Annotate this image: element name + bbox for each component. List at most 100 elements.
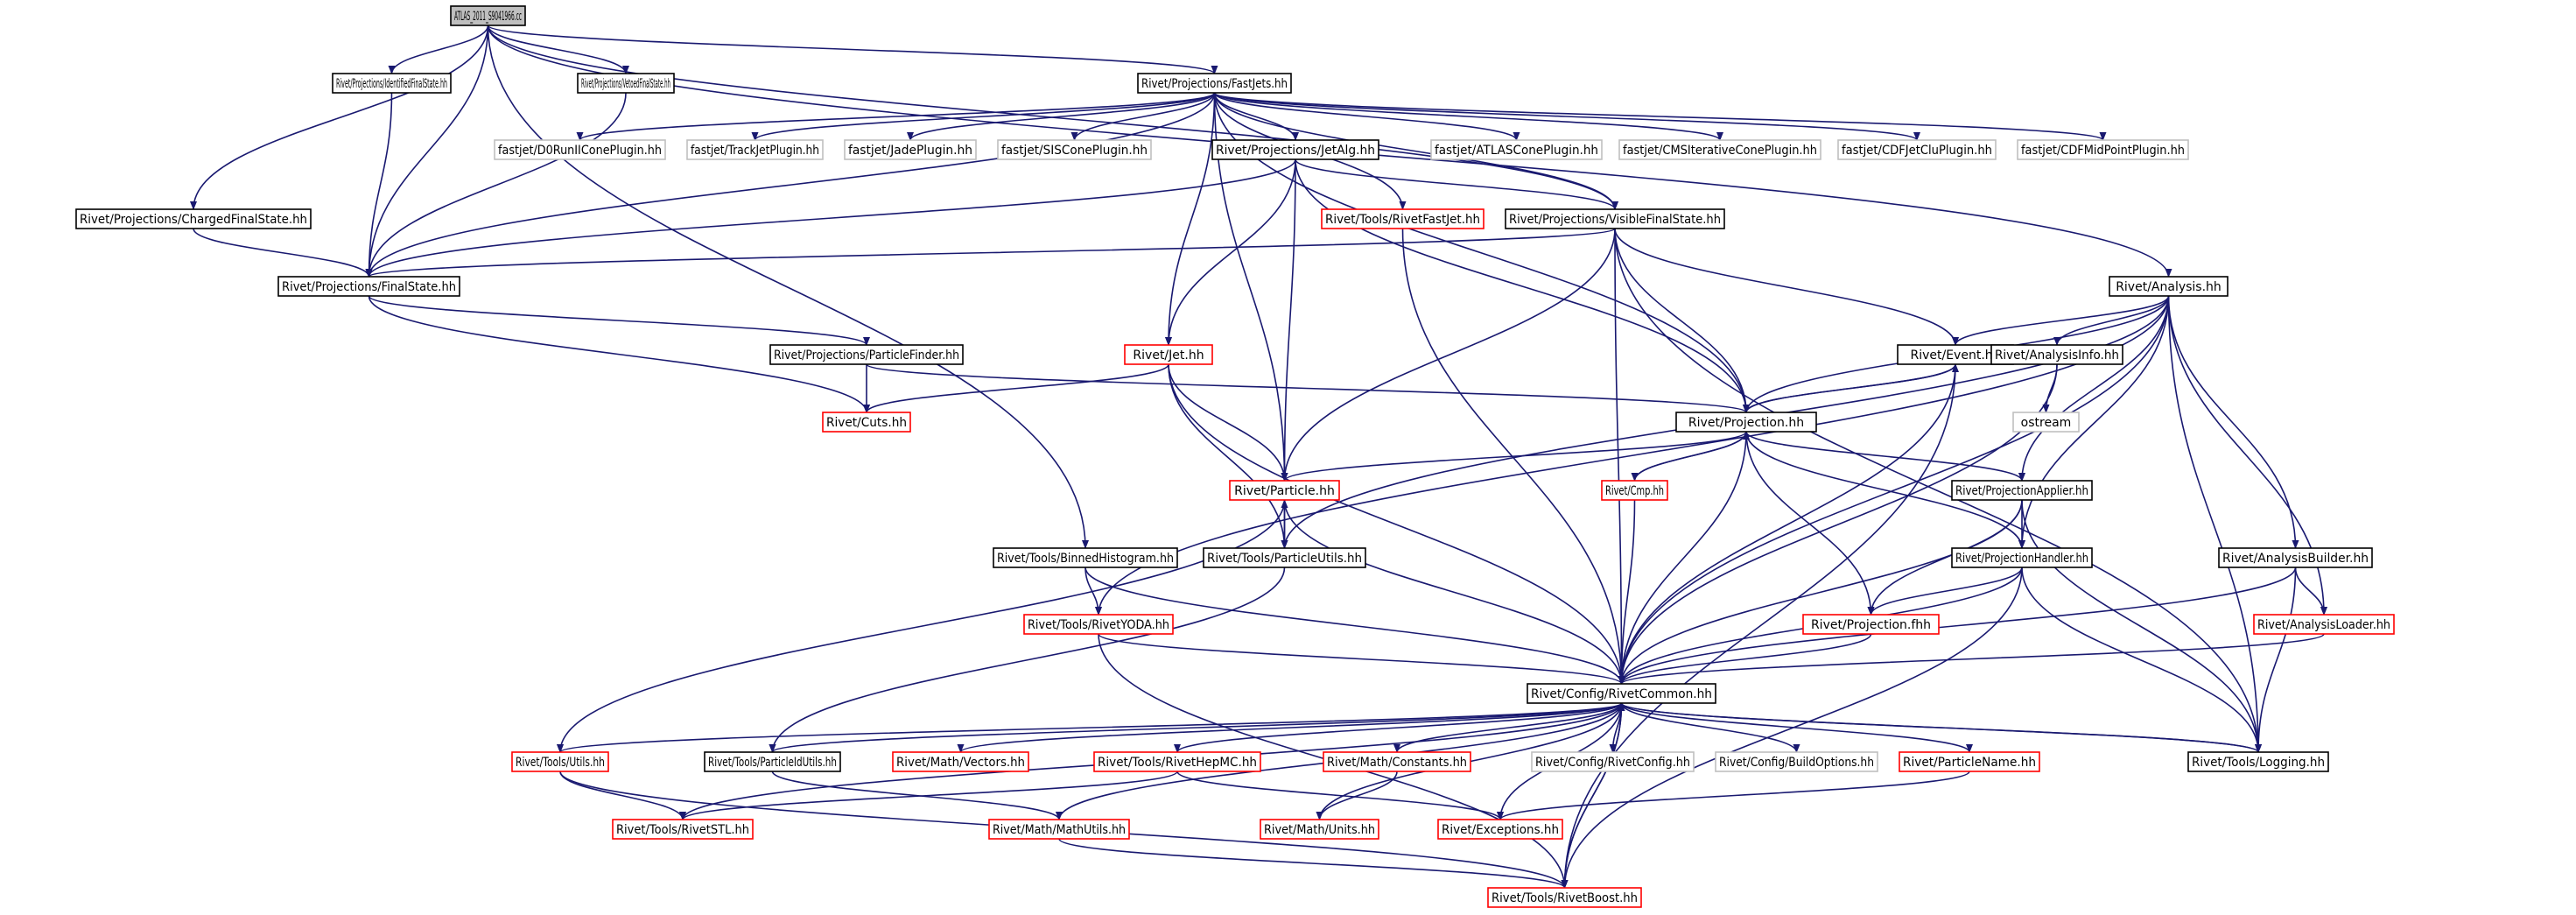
- node-binned[interactable]: Rivet/Tools/BinnedHistogram.hh: [993, 547, 1178, 568]
- node-label-rcommon: Rivet/Config/RivetCommon.hh: [1531, 687, 1712, 701]
- node-box-pfhh: [1802, 614, 1940, 635]
- node-root[interactable]: ATLAS_2011_S9041966.cc: [450, 5, 526, 26]
- node-logging[interactable]: Rivet/Tools/Logging.hh: [2187, 751, 2329, 772]
- node-box-cmp: [1601, 480, 1668, 501]
- edge-phandler-to-pfhh: [1867, 567, 2023, 616]
- node-label-ainfo: Rivet/AnalysisInfo.hh: [1995, 348, 2119, 362]
- node-rcommon[interactable]: Rivet/Config/RivetCommon.hh: [1527, 683, 1716, 704]
- edge-fastjets-to-atlascone: [1213, 92, 1520, 141]
- node-cmp[interactable]: Rivet/Cmp.hh: [1601, 480, 1668, 501]
- node-projection[interactable]: Rivet/Projection.hh: [1675, 412, 1817, 433]
- edge-visfs-to-projection: [1614, 228, 1750, 413]
- node-label-ryoda: Rivet/Tools/RivetYODA.hh: [1028, 618, 1169, 632]
- node-box-jet: [1124, 344, 1213, 365]
- node-phandler[interactable]: Rivet/ProjectionHandler.hh: [1951, 547, 2093, 568]
- edge-analysis-to-papplier: [2018, 295, 2170, 482]
- node-jet[interactable]: Rivet/Jet.hh: [1124, 344, 1213, 365]
- node-aloader[interactable]: Rivet/AnalysisLoader.hh: [2253, 614, 2395, 635]
- node-fs[interactable]: Rivet/Projections/FinalState.hh: [277, 276, 460, 297]
- node-label-pname: Rivet/ParticleName.hh: [1903, 756, 2036, 770]
- edge-rcommon-to-hepmc: [1174, 702, 1623, 753]
- node-visfs[interactable]: Rivet/Projections/VisibleFinalState.hh: [1505, 208, 1725, 229]
- node-box-phandler: [1951, 547, 2093, 568]
- node-particle[interactable]: Rivet/Particle.hh: [1229, 480, 1340, 501]
- node-rstl[interactable]: Rivet/Tools/RivetSTL.hh: [612, 819, 754, 840]
- edge-abuilder-to-aloader: [2294, 567, 2327, 616]
- node-putils[interactable]: Rivet/Tools/ParticleUtils.hh: [1203, 547, 1366, 568]
- node-box-atlascone: [1430, 139, 1603, 160]
- node-box-d0: [494, 139, 666, 160]
- edge-mathutils-to-rboost: [1058, 838, 1569, 889]
- node-box-cdfmid: [2017, 139, 2189, 160]
- node-label-buildopts: Rivet/Config/BuildOptions.hh: [1719, 756, 1874, 770]
- node-vfs[interactable]: Rivet/Projections/VetoedFinalState.hh: [577, 73, 675, 94]
- node-box-ifs: [332, 73, 452, 94]
- edge-jet-to-cuts: [863, 363, 1169, 413]
- node-ainfo[interactable]: Rivet/AnalysisInfo.hh: [1990, 344, 2123, 365]
- node-vectors[interactable]: Rivet/Math/Vectors.hh: [892, 751, 1029, 772]
- node-units[interactable]: Rivet/Math/Units.hh: [1260, 819, 1379, 840]
- node-label-rfastjet: Rivet/Tools/RivetFastJet.hh: [1325, 213, 1480, 227]
- node-box-binned: [993, 547, 1178, 568]
- edge-root-to-fs: [365, 25, 489, 278]
- node-constants[interactable]: Rivet/Math/Constants.hh: [1323, 751, 1471, 772]
- node-cfs[interactable]: Rivet/Projections/ChargedFinalState.hh: [75, 208, 312, 229]
- node-pfhh[interactable]: Rivet/Projection.fhh: [1802, 614, 1940, 635]
- edge-abuilder-to-rcommon: [1618, 567, 2297, 685]
- node-pname[interactable]: Rivet/ParticleName.hh: [1899, 751, 2040, 772]
- node-box-aloader: [2253, 614, 2395, 635]
- edge-visfs-to-fs: [366, 228, 1616, 278]
- node-rfastjet[interactable]: Rivet/Tools/RivetFastJet.hh: [1321, 208, 1485, 229]
- node-label-visfs: Rivet/Projections/VisibleFinalState.hh: [1509, 213, 1721, 227]
- node-box-logging: [2187, 751, 2329, 772]
- node-label-ostream: ostream: [2021, 416, 2072, 430]
- node-jetalg[interactable]: Rivet/Projections/JetAlg.hh: [1211, 139, 1379, 160]
- node-fastjets[interactable]: Rivet/Projections/FastJets.hh: [1137, 73, 1292, 94]
- edge-rboost-to-rcommon: [1563, 702, 1625, 889]
- node-cdfjetclu: fastjet/CDFJetCluPlugin.hh: [1837, 139, 1997, 160]
- edge-utils-to-rstl: [559, 771, 686, 820]
- node-box-fastjets: [1137, 73, 1292, 94]
- node-analysis[interactable]: Rivet/Analysis.hh: [2109, 276, 2229, 297]
- node-label-d0: fastjet/D0RunIIConePlugin.hh: [498, 144, 662, 158]
- node-label-aloader: Rivet/AnalysisLoader.hh: [2257, 618, 2390, 632]
- edge-event-to-rcommon: [1618, 363, 1956, 685]
- node-cuts[interactable]: Rivet/Cuts.hh: [822, 412, 911, 433]
- node-label-exceptions: Rivet/Exceptions.hh: [1442, 823, 1559, 837]
- edge-fastjets-to-fs: [365, 92, 1216, 278]
- node-utils[interactable]: Rivet/Tools/Utils.hh: [511, 751, 609, 772]
- node-mathutils[interactable]: Rivet/Math/MathUtils.hh: [988, 819, 1130, 840]
- node-event[interactable]: Rivet/Event.hh: [1897, 344, 2014, 365]
- node-rboost[interactable]: Rivet/Tools/RivetBoost.hh: [1487, 887, 1642, 908]
- edge-root-to-ifs: [388, 25, 489, 74]
- node-ifs[interactable]: Rivet/Projections/IdentifiedFinalState.h…: [332, 73, 452, 94]
- node-abuilder[interactable]: Rivet/AnalysisBuilder.hh: [2218, 547, 2373, 568]
- node-box-cmsiter: [1618, 139, 1821, 160]
- node-box-pfinder: [769, 344, 964, 365]
- edge-fastjets-to-d0: [576, 92, 1216, 141]
- edge-analysis-to-phandler: [2018, 295, 2170, 549]
- node-exceptions[interactable]: Rivet/Exceptions.hh: [1437, 819, 1563, 840]
- edge-visfs-to-rcommon: [1614, 228, 1625, 685]
- node-label-atlascone: fastjet/ATLASConePlugin.hh: [1435, 144, 1598, 158]
- node-label-cfs: Rivet/Projections/ChargedFinalState.hh: [80, 213, 307, 227]
- node-ostream: ostream: [2012, 412, 2080, 433]
- nodes-layer: ATLAS_2011_S9041966.ccRivet/Projections/…: [75, 5, 2395, 908]
- node-label-vectors: Rivet/Math/Vectors.hh: [896, 756, 1025, 770]
- node-box-exceptions: [1437, 819, 1563, 840]
- node-pidutils[interactable]: Rivet/Tools/ParticleIdUtils.hh: [704, 751, 841, 772]
- node-label-cdfjetclu: fastjet/CDFJetCluPlugin.hh: [1842, 144, 1992, 158]
- node-box-rboost: [1487, 887, 1642, 908]
- node-pfinder[interactable]: Rivet/Projections/ParticleFinder.hh: [769, 344, 964, 365]
- edge-vfs-to-fs: [365, 92, 627, 278]
- edge-particle-to-rcommon: [1283, 499, 1625, 685]
- edge-jetalg-to-particle: [1281, 158, 1296, 482]
- node-papplier[interactable]: Rivet/ProjectionApplier.hh: [1951, 480, 2093, 501]
- node-label-units: Rivet/Math/Units.hh: [1264, 823, 1375, 837]
- edge-jet-to-rcommon: [1168, 363, 1625, 685]
- node-label-rboost: Rivet/Tools/RivetBoost.hh: [1492, 891, 1638, 905]
- node-hepmc[interactable]: Rivet/Tools/RivetHepMC.hh: [1093, 751, 1261, 772]
- node-box-jetalg: [1211, 139, 1379, 160]
- node-box-pidutils: [704, 751, 841, 772]
- node-ryoda[interactable]: Rivet/Tools/RivetYODA.hh: [1023, 614, 1174, 635]
